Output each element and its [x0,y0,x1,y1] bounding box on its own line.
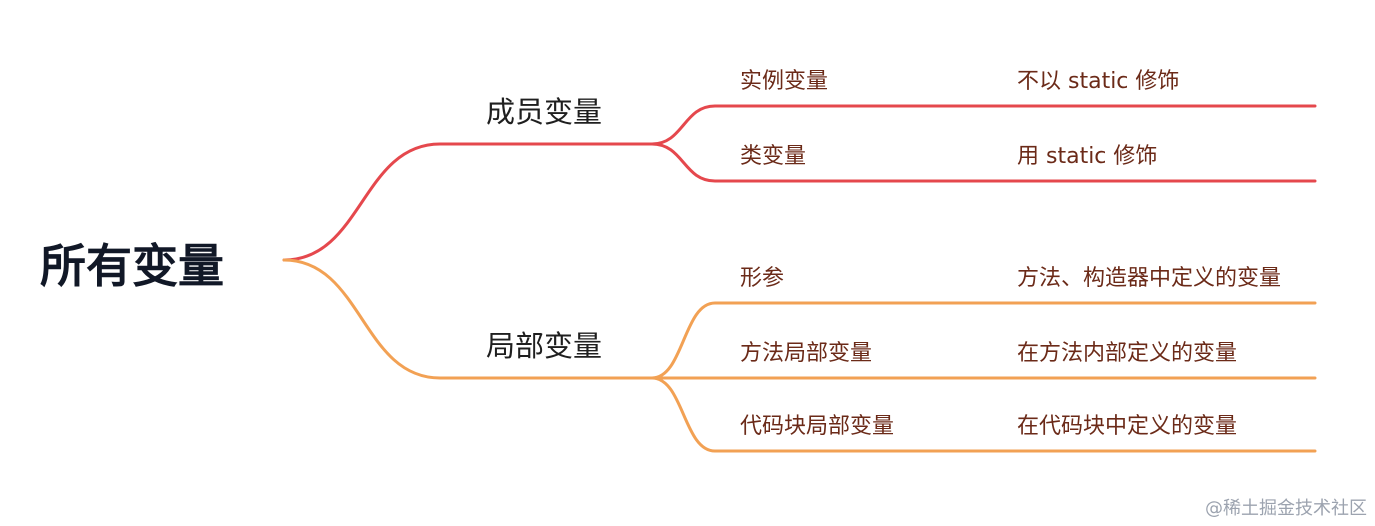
leaf-label: 代码块局部变量 [740,414,894,439]
leaf-edge [650,376,1317,453]
leaf-label: 类变量 [740,144,806,169]
leaf-description: 在代码块中定义的变量 [1017,414,1237,439]
leaf-edge [650,104,1317,146]
leaf-edge [650,142,1317,183]
branch-label: 局部变量 [486,329,602,363]
leaf-label: 实例变量 [740,69,828,94]
root-node-label: 所有变量 [40,239,224,293]
branch-edge [282,258,654,380]
leaf-description: 在方法内部定义的变量 [1017,341,1237,366]
leaf-label: 形参 [740,266,784,291]
leaf-description: 用 static 修饰 [1017,144,1157,169]
watermark: @稀土掘金技术社区 [1205,498,1367,519]
leaf-description: 不以 static 修饰 [1017,69,1179,94]
leaf-edge [650,301,1317,380]
leaf-label: 方法局部变量 [740,341,872,366]
leaf-description: 方法、构造器中定义的变量 [1017,266,1281,291]
branch-edge [282,142,654,262]
branch-label: 成员变量 [486,95,602,129]
